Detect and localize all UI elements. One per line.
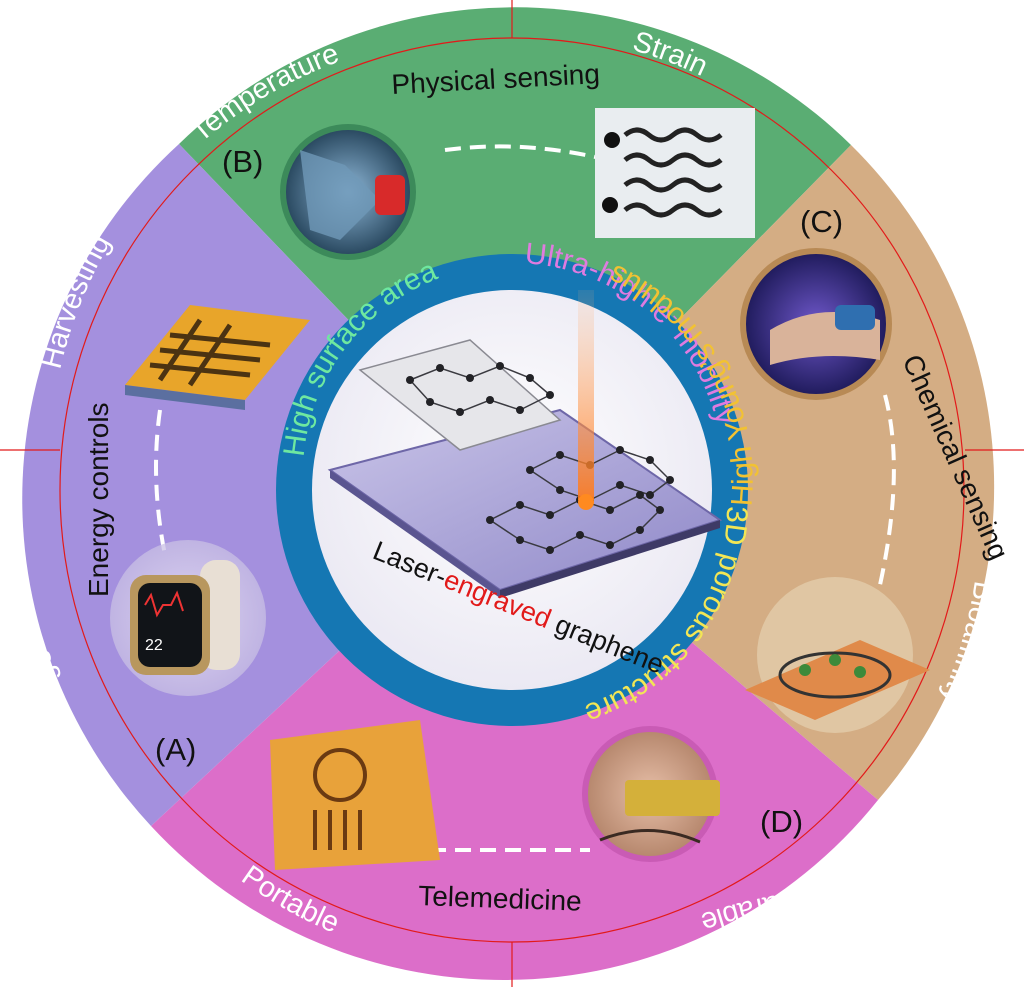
section-letter-a: (A) bbox=[155, 732, 196, 767]
photo-physical-neck bbox=[280, 124, 416, 260]
graphene-illustration bbox=[327, 290, 723, 598]
photo-strain-sensor bbox=[595, 108, 755, 238]
watch-screen-time: 22 bbox=[145, 637, 163, 654]
connector-energy bbox=[154, 409, 167, 556]
photo-energy-harvester bbox=[125, 305, 310, 410]
section-letter-c: (C) bbox=[800, 204, 843, 239]
photo-bioaffinity-chip bbox=[745, 577, 930, 733]
photo-portable-patch bbox=[270, 720, 440, 870]
section-title-telemedicine: Telemedicine bbox=[418, 880, 582, 917]
section-letter-b: (B) bbox=[222, 144, 263, 179]
photo-telemedicine-forehead bbox=[582, 726, 720, 862]
dashed-connectors bbox=[154, 144, 896, 852]
connector-physical bbox=[444, 144, 601, 160]
laser-beam bbox=[578, 290, 594, 500]
connector-chemical bbox=[878, 394, 896, 586]
peeled-sheet bbox=[358, 339, 562, 451]
section-title-energy: Energy controls bbox=[83, 402, 114, 597]
photo-chemical-wrist bbox=[740, 248, 892, 400]
laser-spot bbox=[578, 494, 594, 510]
section-letter-d: (D) bbox=[760, 804, 803, 839]
photo-smartwatch: 22 bbox=[110, 540, 266, 696]
